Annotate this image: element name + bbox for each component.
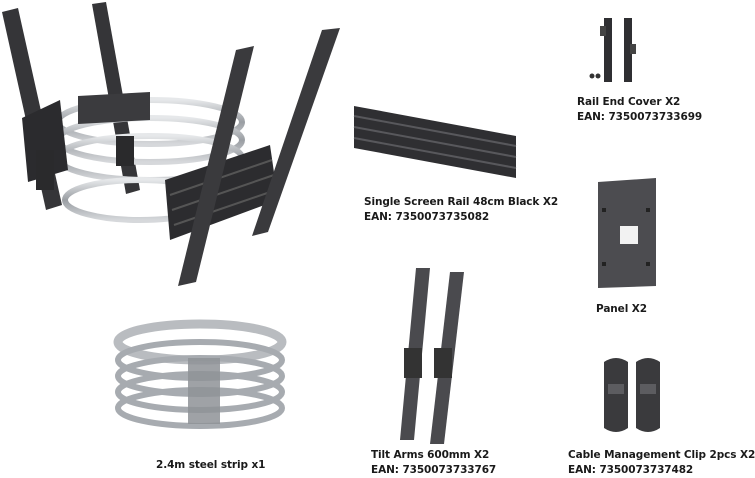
tilt-arms-ean: EAN: 7350073733767 (371, 464, 497, 476)
cable-clip-ean: EAN: 7350073737482 (568, 464, 694, 476)
mount-assembly-image (2, 2, 340, 286)
rail-end-ean: EAN: 7350073733699 (577, 111, 703, 123)
steel-strip-name: 2.4m steel strip x1 (156, 459, 266, 471)
rail-name: Single Screen Rail 48cm Black X2 (364, 196, 559, 208)
panel-name: Panel X2 (596, 303, 647, 315)
cable-clip-name: Cable Management Clip 2pcs X2 (568, 449, 755, 461)
panel-caption: Panel X2 (596, 302, 647, 317)
tilt-arms-name: Tilt Arms 600mm X2 (371, 449, 490, 461)
rail-end-name: Rail End Cover X2 (577, 96, 681, 108)
tilt-arms-caption: Tilt Arms 600mm X2 EAN: 7350073733767 (371, 448, 496, 478)
rail-caption: Single Screen Rail 48cm Black X2 EAN: 73… (364, 195, 558, 225)
tilt-arms-image (400, 268, 464, 444)
steel-strip-caption: 2.4m steel strip x1 (156, 458, 265, 473)
rail-image (353, 106, 517, 178)
rail-end-cover-image (589, 18, 636, 82)
rail-ean: EAN: 7350073735082 (364, 211, 490, 223)
cable-clip-image (604, 358, 660, 432)
panel-image (598, 178, 656, 288)
steel-strip-image (113, 319, 287, 429)
cable-clip-caption: Cable Management Clip 2pcs X2 EAN: 73500… (568, 448, 755, 478)
rail-end-caption: Rail End Cover X2 EAN: 7350073733699 (577, 95, 702, 125)
